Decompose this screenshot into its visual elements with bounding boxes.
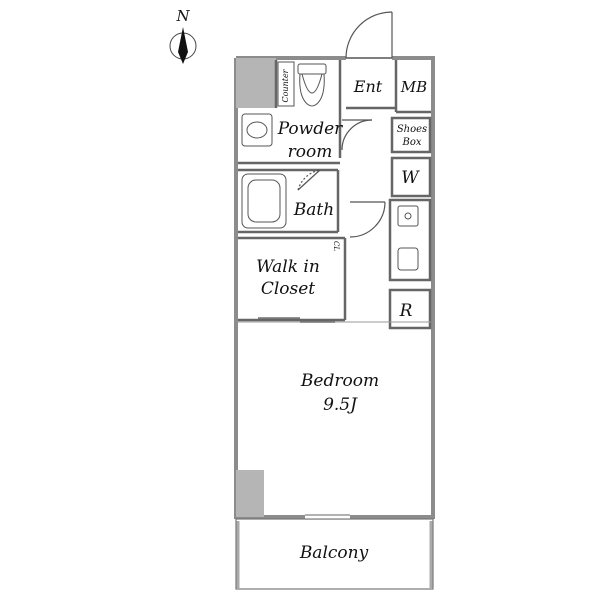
interior-walls	[238, 60, 432, 330]
label-closet-tag: CL	[332, 241, 340, 251]
compass-letter: N	[175, 7, 190, 25]
label-walk-in-closet-2: Closet	[261, 279, 315, 299]
label-bedroom-size: 9.5J	[323, 395, 358, 415]
label-powder-room-1: Powder	[277, 119, 343, 139]
label-shoes-box-1: Shoes	[397, 124, 427, 135]
label-washer: W	[401, 168, 420, 188]
north-compass: N	[169, 7, 197, 64]
fixtures	[241, 61, 419, 271]
balcony-area	[235, 514, 434, 590]
label-bedroom: Bedroom	[300, 371, 379, 391]
label-entrance: Ent	[353, 77, 383, 96]
compass-arrow-icon	[178, 27, 188, 64]
label-walk-in-closet-1: Walk in	[256, 257, 320, 277]
label-powder-room-2: room	[288, 142, 333, 162]
label-shoes-box-2: Box	[401, 137, 421, 148]
label-meter-box: MB	[400, 78, 427, 96]
label-bath: Bath	[293, 200, 334, 220]
doors	[258, 11, 393, 323]
pillar-top-left	[236, 58, 276, 108]
label-counter: Counter	[281, 68, 290, 102]
pillar-bottom-left	[236, 470, 264, 517]
label-balcony: Balcony	[299, 543, 369, 563]
label-refrigerator: R	[399, 301, 413, 321]
